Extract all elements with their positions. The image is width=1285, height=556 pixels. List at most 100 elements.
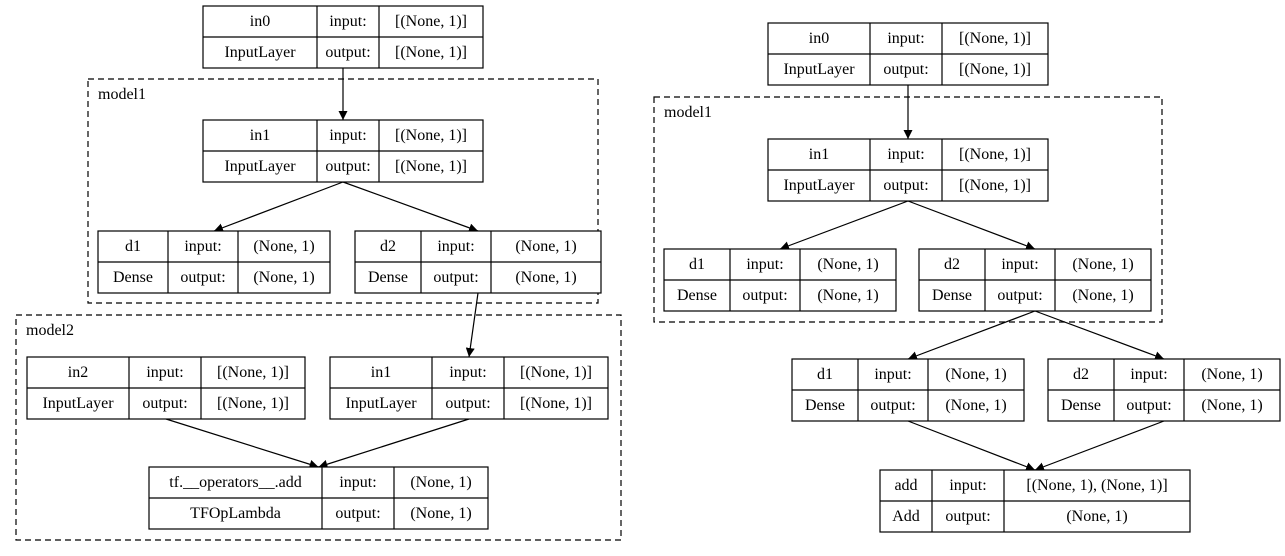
input-shape: (None, 1) (945, 366, 1006, 383)
input-label: input: (329, 127, 366, 144)
layer-name: in2 (68, 364, 88, 381)
output-shape: (None, 1) (1201, 397, 1262, 414)
edge-l-in1-to-l-d2 (342, 181, 479, 233)
input-label: input: (874, 366, 911, 383)
output-label: output: (180, 269, 225, 286)
layer-type: InputLayer (224, 158, 296, 175)
edge-r-in1-to-r-m-d1 (779, 200, 909, 251)
output-label: output: (997, 287, 1042, 304)
output-shape: [(None, 1)] (959, 61, 1031, 78)
output-label: output: (883, 177, 928, 194)
layer-name: add (894, 477, 917, 494)
output-label: output: (433, 269, 478, 286)
input-shape: (None, 1) (1201, 366, 1262, 383)
output-label: output: (325, 158, 370, 175)
output-label: output: (742, 287, 787, 304)
input-shape: [(None, 1)] (959, 30, 1031, 47)
layer-type: Dense (805, 397, 845, 414)
output-shape: (None, 1) (1072, 287, 1133, 304)
edge-r-m-d2-to-r-d1 (907, 310, 1036, 361)
output-shape: [(None, 1)] (395, 158, 467, 175)
layer-name: in1 (809, 146, 829, 163)
layer-name: in1 (250, 127, 270, 144)
edge-r-m-d2-to-r-d2 (1034, 310, 1165, 361)
layer-name: in0 (809, 30, 829, 47)
edge-l-d2-to-l-in1b (465, 292, 479, 358)
output-label: output: (325, 44, 370, 61)
cluster-label: model2 (26, 322, 74, 339)
layer-name: in1 (371, 364, 391, 381)
layer-type: InputLayer (783, 177, 855, 194)
input-shape: (None, 1) (1072, 256, 1133, 273)
edge-l-in1-to-l-d1 (213, 181, 344, 233)
output-label: output: (335, 505, 380, 522)
layer-type: Dense (932, 287, 972, 304)
layer-name: d2 (1073, 366, 1089, 383)
edge-r-d1-to-r-add (907, 420, 1036, 471)
edge-l-in1b-to-l-add (318, 418, 470, 469)
layer-name: in0 (250, 13, 270, 30)
layer-type: Dense (368, 269, 408, 286)
input-label: input: (184, 238, 221, 255)
input-label: input: (339, 474, 376, 491)
output-shape: [(None, 1)] (395, 44, 467, 61)
layer-node-l-add: tf.__operators__.addTFOpLambdainput:outp… (148, 466, 489, 530)
input-label: input: (1130, 366, 1167, 383)
input-shape: (None, 1) (817, 256, 878, 273)
input-shape: (None, 1) (410, 474, 471, 491)
input-label: input: (949, 477, 986, 494)
output-shape: (None, 1) (410, 505, 471, 522)
edge-r-in1-to-r-m-d2 (907, 200, 1036, 251)
layer-name: d1 (125, 238, 141, 255)
output-label: output: (445, 395, 490, 412)
input-label: input: (146, 364, 183, 381)
layer-type: InputLayer (224, 44, 296, 61)
edge-l-in2-to-l-add (165, 418, 319, 469)
layer-type: InputLayer (783, 61, 855, 78)
cluster-l-model2: model2 (15, 314, 622, 541)
output-shape: [(None, 1)] (520, 395, 592, 412)
output-shape: (None, 1) (253, 269, 314, 286)
output-shape: (None, 1) (515, 269, 576, 286)
layer-name: d1 (817, 366, 833, 383)
output-label: output: (870, 397, 915, 414)
output-label: output: (1126, 397, 1171, 414)
input-label: input: (329, 13, 366, 30)
input-label: input: (437, 238, 474, 255)
layer-name: tf.__operators__.add (169, 474, 301, 491)
input-shape: [(None, 1), (None, 1)] (1026, 477, 1167, 494)
output-label: output: (142, 395, 187, 412)
layer-type: InputLayer (42, 395, 114, 412)
layer-name: d1 (689, 256, 705, 273)
output-shape: (None, 1) (1066, 508, 1127, 525)
output-shape: (None, 1) (945, 397, 1006, 414)
input-label: input: (887, 30, 924, 47)
output-label: output: (945, 508, 990, 525)
input-label: input: (887, 146, 924, 163)
input-shape: [(None, 1)] (395, 13, 467, 30)
layer-type: InputLayer (345, 395, 417, 412)
input-shape: (None, 1) (515, 238, 576, 255)
input-shape: [(None, 1)] (959, 146, 1031, 163)
input-shape: [(None, 1)] (395, 127, 467, 144)
edge-r-d2-to-r-add (1034, 420, 1165, 472)
cluster-border (15, 314, 622, 541)
layer-type: Dense (1061, 397, 1101, 414)
layer-name: d2 (944, 256, 960, 273)
layer-type: Add (892, 508, 920, 525)
layer-name: d2 (380, 238, 396, 255)
